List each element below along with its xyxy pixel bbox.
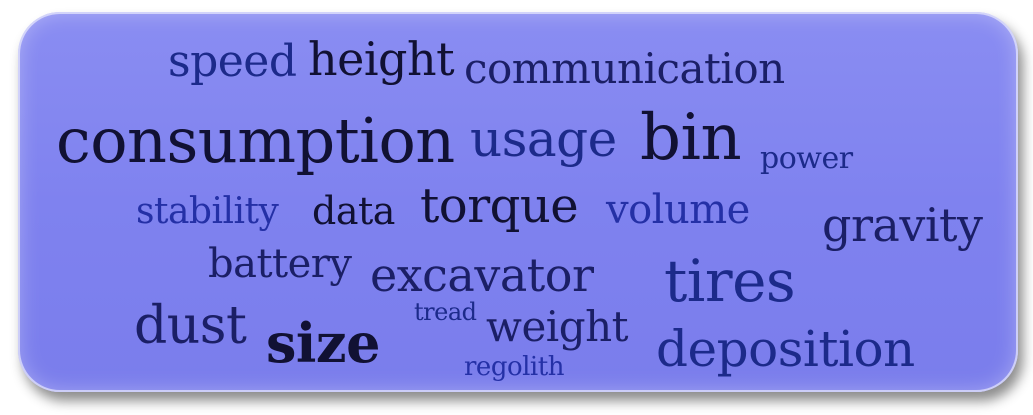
word-bin: bin bbox=[640, 101, 742, 175]
word-size: size bbox=[266, 311, 380, 375]
word-tread: tread bbox=[414, 298, 477, 326]
word-dust: dust bbox=[134, 296, 247, 356]
word-height: height bbox=[308, 32, 455, 86]
word-cloud-panel: speed height communication consumption u… bbox=[18, 12, 1018, 392]
word-consumption: consumption bbox=[56, 104, 455, 177]
word-gravity: gravity bbox=[822, 198, 983, 252]
word-volume: volume bbox=[606, 187, 750, 233]
word-deposition: deposition bbox=[656, 320, 915, 378]
word-torque: torque bbox=[420, 178, 579, 234]
word-regolith: regolith bbox=[464, 352, 564, 382]
word-excavator: excavator bbox=[370, 248, 594, 302]
word-communication: communication bbox=[464, 44, 785, 93]
word-battery: battery bbox=[208, 241, 352, 287]
word-power: power bbox=[760, 141, 853, 176]
word-weight: weight bbox=[486, 302, 629, 351]
word-usage: usage bbox=[470, 110, 617, 168]
word-speed: speed bbox=[168, 36, 297, 87]
word-stability: stability bbox=[136, 191, 279, 232]
word-tires: tires bbox=[664, 247, 796, 315]
word-data: data bbox=[312, 189, 395, 233]
